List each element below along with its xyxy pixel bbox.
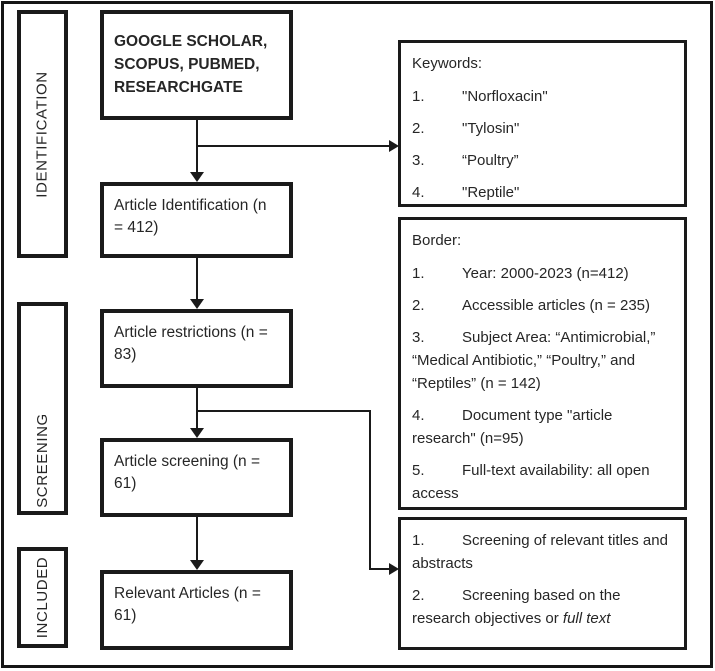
item-number: 4.	[412, 184, 425, 201]
box-border-criteria: Border: 1. Year: 2000-2023 (n=412) 2. Acce…	[398, 217, 687, 510]
item-number: 1.	[412, 532, 425, 549]
box-text-line: 83)	[114, 346, 137, 363]
item-text: "Reptile"	[462, 184, 520, 201]
databases-line: RESEARCHGATE	[114, 79, 243, 96]
item-number: 3.	[412, 329, 425, 346]
item-number: 2.	[412, 297, 425, 314]
keyword-item: 1. "Norfloxacin"	[412, 85, 676, 108]
screening-step-item: 2.Screening based on the research object…	[412, 584, 676, 630]
item-text-italic: full text	[562, 610, 611, 627]
border-item: 1. Year: 2000-2023 (n=412)	[412, 262, 676, 285]
item-number: 1.	[412, 88, 425, 105]
item-number: 2.	[412, 120, 425, 137]
item-number: 4.	[412, 407, 425, 424]
box-text-line: 61)	[114, 607, 137, 624]
item-text: Full-text availability: all open access	[412, 462, 650, 502]
item-number: 1.	[412, 265, 425, 282]
stage-rail-identification: IDENTIFICATION	[17, 10, 68, 258]
border-title: Border:	[412, 232, 462, 249]
box-text-line: Article restrictions (n =	[114, 324, 268, 341]
connector-branch-vertical	[369, 410, 371, 569]
connector-branch-horizontal	[197, 410, 371, 412]
arrowhead-right-screening-steps	[389, 563, 399, 575]
border-item: 4.Document type "article research" (n=95…	[412, 404, 676, 450]
databases-line: SCOPUS, PUBMED,	[114, 56, 260, 73]
item-text: Year: 2000-2023 (n=412)	[462, 265, 629, 282]
box-databases: GOOGLE SCHOLAR, SCOPUS, PUBMED, RESEARCH…	[100, 10, 293, 120]
border-item: 5.Full-text availability: all open acces…	[412, 459, 676, 505]
keywords-title: Keywords:	[412, 55, 483, 72]
box-article-restrictions: Article restrictions (n = 83)	[100, 309, 293, 388]
item-number: 5.	[412, 462, 425, 479]
keyword-item: 4. "Reptile"	[412, 181, 676, 204]
box-screening-steps: 1.Screening of relevant titles and abstr…	[398, 517, 687, 650]
arrowhead-right-keywords	[389, 140, 399, 152]
item-text: Accessible articles (n = 235)	[462, 297, 650, 314]
item-text: "Norfloxacin"	[462, 88, 548, 105]
arrowhead-down-screening	[190, 428, 204, 438]
stage-rail-included: INCLUDED	[17, 547, 68, 648]
box-article-identification: Article Identification (n = 412)	[100, 182, 293, 258]
item-text: Screening of relevant titles and abstrac…	[412, 532, 668, 572]
item-text: Screening based on the research objectiv…	[412, 587, 621, 627]
stage-rail-label: IDENTIFICATION	[34, 70, 52, 198]
arrowhead-down-relevant	[190, 560, 204, 570]
connector-identification-to-restrictions	[196, 258, 198, 300]
box-text-line: Article screening (n =	[114, 453, 261, 470]
item-text: “Poultry”	[462, 152, 519, 169]
arrowhead-down-restrictions	[190, 299, 204, 309]
stage-rail-screening: SCREENING	[17, 302, 68, 515]
stage-rail-label: SCREENING	[34, 413, 51, 508]
box-text-line: Relevant Articles (n =	[114, 585, 261, 602]
box-relevant-articles: Relevant Articles (n = 61)	[100, 570, 293, 650]
box-text-line: 61)	[114, 475, 137, 492]
databases-line: GOOGLE SCHOLAR,	[114, 33, 268, 50]
border-item: 2. Accessible articles (n = 235)	[412, 294, 676, 317]
arrowhead-down-identification	[190, 172, 204, 182]
box-article-screening: Article screening (n = 61)	[100, 438, 293, 517]
item-text: "Tylosin"	[462, 120, 520, 137]
box-text-line: = 412)	[114, 219, 159, 236]
screening-step-item: 1.Screening of relevant titles and abstr…	[412, 529, 676, 575]
connector-branch-to-screening-steps	[369, 568, 390, 570]
border-item: 3.Subject Area: “Antimicrobial,” “Medica…	[412, 326, 676, 395]
connector-screening-to-relevant	[196, 517, 198, 561]
item-number: 3.	[412, 152, 425, 169]
keyword-item: 2. "Tylosin"	[412, 117, 676, 140]
connector-branch-to-keywords	[197, 145, 389, 147]
item-number: 2.	[412, 587, 425, 604]
box-keywords: Keywords: 1. "Norfloxacin" 2. "Tylosin" 3.…	[398, 40, 687, 207]
stage-rail-label: INCLUDED	[34, 556, 52, 639]
item-text: Document type "article research" (n=95)	[412, 407, 613, 447]
box-text-line: Article Identification (n	[114, 197, 267, 214]
keyword-item: 3. “Poultry”	[412, 149, 676, 172]
item-text: Subject Area: “Antimicrobial,” “Medical …	[412, 329, 656, 392]
connector-restrictions-to-screening	[196, 388, 198, 429]
